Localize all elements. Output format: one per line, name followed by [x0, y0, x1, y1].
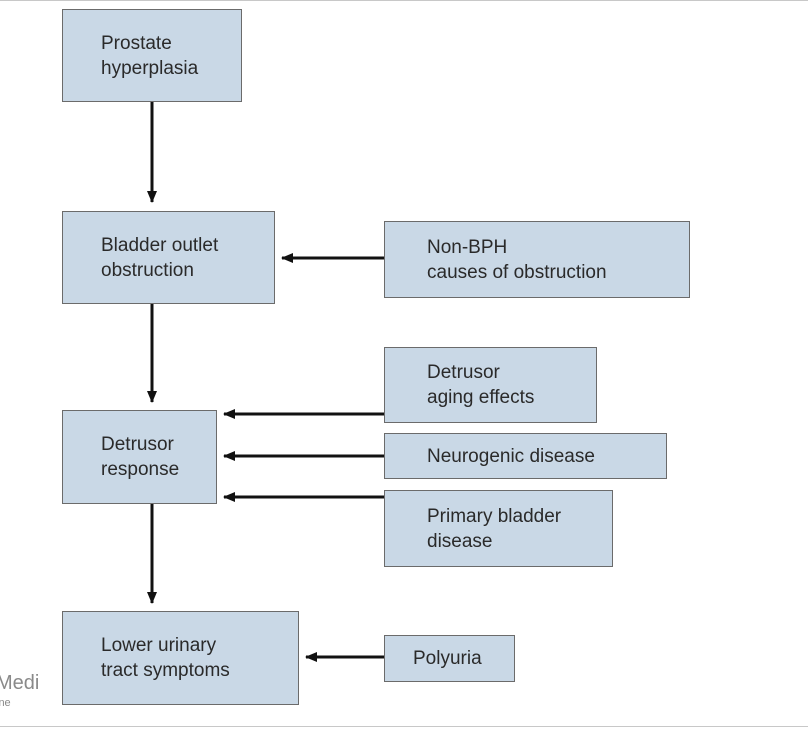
node-detrusor-aging-effects-label: Detrusor aging effects — [427, 362, 535, 408]
watermark-line-2: ine — [0, 697, 11, 709]
node-neurogenic-disease-label: Neurogenic disease — [427, 445, 595, 467]
node-prostate-hyperplasia: Prostate hyperplasia — [62, 9, 242, 102]
watermark-line-1: Medi — [0, 672, 40, 694]
node-lower-urinary-tract-symptoms-label: Lower urinary tract symptoms — [101, 635, 230, 681]
node-bladder-outlet-obstruction-label: Bladder outlet obstruction — [101, 234, 219, 281]
node-neurogenic-disease: Neurogenic disease — [384, 433, 667, 479]
node-bladder-outlet-obstruction: Bladder outlet obstruction — [62, 211, 275, 304]
node-detrusor-aging-effects: Detrusor aging effects — [384, 347, 597, 423]
node-primary-bladder-disease: Primary bladder disease — [384, 490, 613, 567]
node-polyuria-label: Polyuria — [413, 648, 482, 669]
node-prostate-hyperplasia-label: Prostate hyperplasia — [101, 32, 199, 79]
node-primary-bladder-disease-label: Primary bladder disease — [427, 505, 562, 552]
node-polyuria: Polyuria — [384, 635, 515, 682]
node-non-bph-causes-label: Non-BPH causes of obstruction — [427, 236, 607, 283]
bottom-border-line — [0, 726, 808, 727]
node-non-bph-causes: Non-BPH causes of obstruction — [384, 221, 690, 298]
node-lower-urinary-tract-symptoms: Lower urinary tract symptoms — [62, 611, 299, 705]
node-detrusor-response-label: Detrusor response — [101, 434, 180, 480]
node-detrusor-response: Detrusor response — [62, 410, 217, 504]
top-border-line — [0, 0, 808, 1]
